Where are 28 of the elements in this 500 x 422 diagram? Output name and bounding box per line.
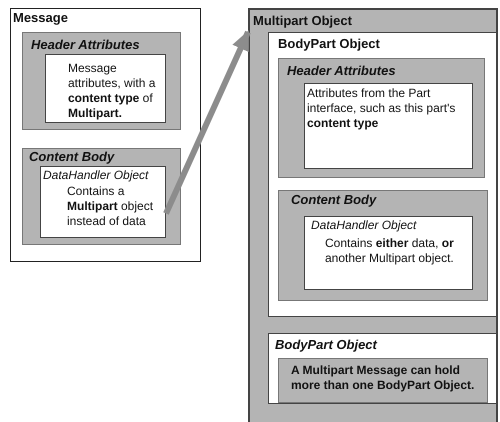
content-panel bbox=[22, 148, 181, 245]
bodypart-card bbox=[268, 32, 497, 317]
box-heading: Header Attributes bbox=[287, 63, 396, 79]
box-heading: DataHandler Object bbox=[311, 218, 416, 233]
object-card bbox=[304, 216, 473, 290]
text-card bbox=[45, 54, 166, 123]
content-panel bbox=[278, 190, 488, 301]
note-panel bbox=[278, 358, 488, 403]
object-card bbox=[40, 166, 166, 238]
description-text: Message attributes, with a content type of Multipart. bbox=[68, 61, 156, 121]
header-panel bbox=[278, 58, 485, 178]
box-heading: Content Body bbox=[291, 192, 376, 208]
text-card bbox=[304, 83, 473, 169]
description-text: Contains either data, or another Multipart object. bbox=[325, 236, 455, 266]
box-heading: Message bbox=[13, 10, 68, 26]
box-heading: Multipart Object bbox=[253, 13, 352, 29]
box-heading: DataHandler Object bbox=[43, 168, 148, 183]
box-heading: Header Attributes bbox=[31, 37, 140, 53]
box-heading: BodyPart Object bbox=[278, 36, 380, 52]
description-text: Attributes from the Part interface, such as this part's content type bbox=[307, 86, 456, 131]
message-box bbox=[10, 8, 201, 262]
bodypart-card bbox=[268, 333, 497, 404]
multipart-panel bbox=[248, 8, 498, 422]
box-heading: BodyPart Object bbox=[275, 337, 377, 353]
description-text: Contains a Multipart object instead of data bbox=[67, 184, 154, 229]
header-panel bbox=[22, 32, 181, 130]
description-text: A Multipart Message can hold more than one BodyPart Object. bbox=[291, 363, 476, 393]
box-heading: Content Body bbox=[29, 149, 114, 165]
